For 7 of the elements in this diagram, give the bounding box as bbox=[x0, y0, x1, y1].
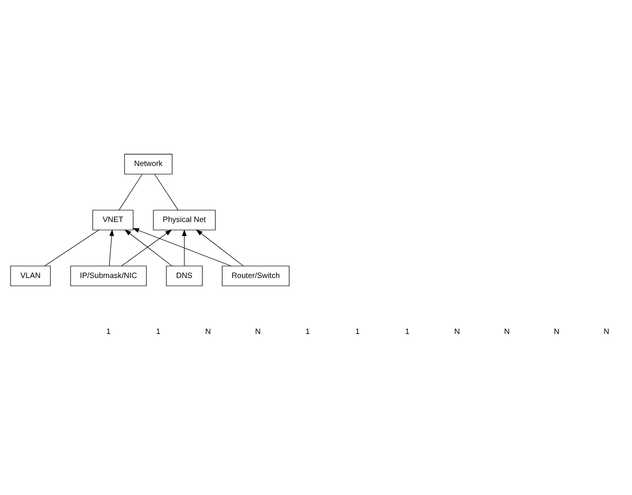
connector bbox=[44, 229, 100, 266]
connector bbox=[118, 173, 142, 210]
arrow bbox=[132, 228, 232, 266]
arrow bbox=[196, 229, 244, 266]
arrow bbox=[182, 228, 187, 266]
connector bbox=[154, 173, 178, 210]
arrow bbox=[109, 228, 114, 266]
